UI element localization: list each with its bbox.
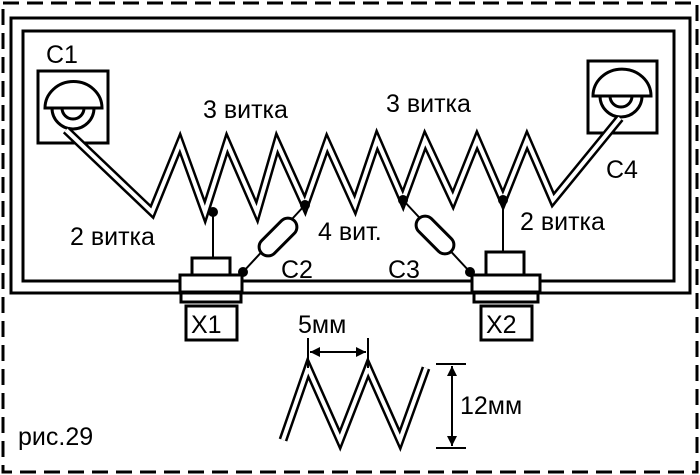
figure-caption: рис.29 [18, 423, 93, 451]
capacitor-c2 [257, 216, 299, 258]
label-diameter: 12мм [460, 392, 522, 420]
c1-terminal [36, 69, 110, 145]
c4-terminal [586, 59, 659, 135]
label-x1: X1 [191, 311, 222, 339]
label-turns-left-top: 3 витка [203, 96, 288, 124]
label-c3: C3 [388, 256, 420, 284]
capacitor-c3 [414, 214, 456, 256]
connector-x2 [470, 250, 542, 342]
label-turns-right-top: 3 витка [386, 90, 471, 118]
label-c1: C1 [46, 41, 78, 69]
label-c2: C2 [281, 256, 313, 284]
connector-x1 [178, 256, 244, 342]
coil-detail [278, 338, 466, 453]
label-c4: C4 [606, 156, 638, 184]
board-inner-frame [21, 29, 676, 283]
label-pitch: 5мм [298, 311, 346, 339]
label-turns-left: 2 витка [70, 223, 155, 251]
board-outer-frame [9, 16, 692, 295]
label-x2: X2 [486, 311, 517, 339]
coil-wire [62, 115, 624, 226]
label-turns-right: 2 витка [520, 208, 605, 236]
label-turns-middle: 4 вит. [318, 218, 382, 246]
